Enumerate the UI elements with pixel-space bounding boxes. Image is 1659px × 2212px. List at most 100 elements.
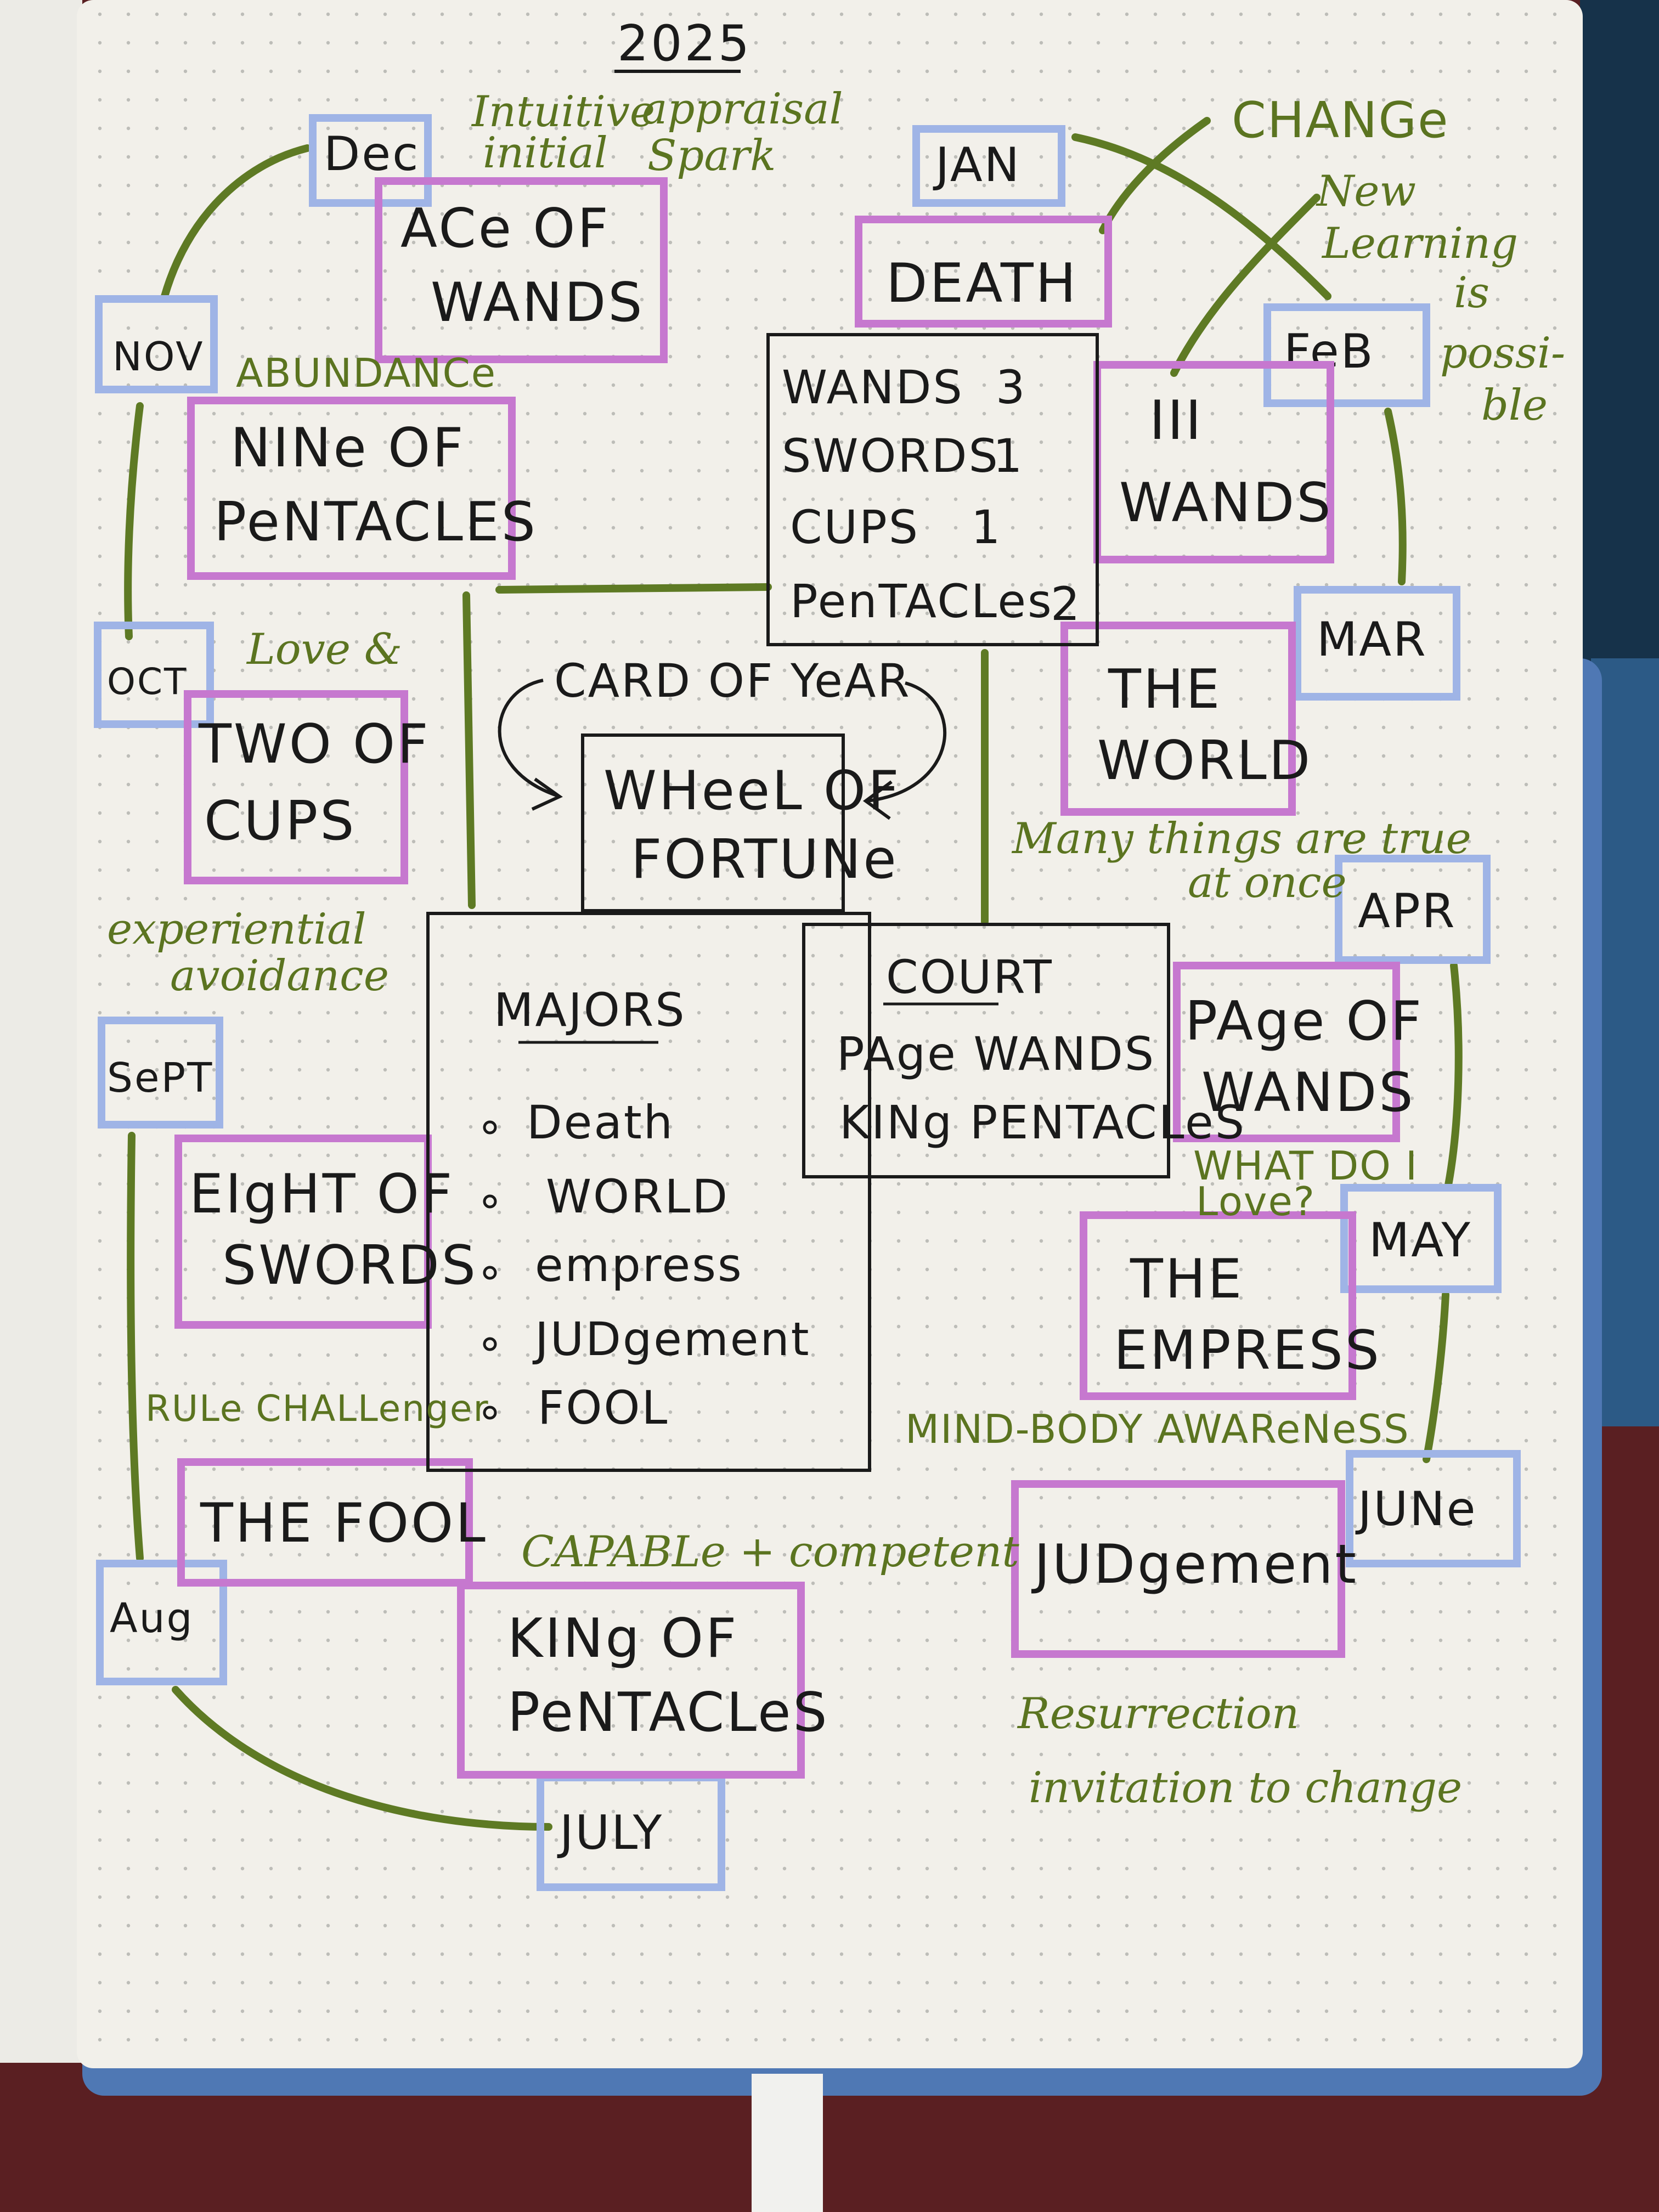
note-resurrection-line2: invitation to change [1029, 1763, 1462, 1813]
bullet-icon [483, 1337, 497, 1351]
majors-section: MAJORS Death WORLD empress JUDgement FOO… [426, 912, 871, 1472]
note-rule-challenger: RULe CHALLenger [145, 1387, 489, 1430]
month-box-aug [96, 1560, 227, 1685]
card-the-empress-line1: THE [1130, 1248, 1244, 1311]
majors-item-death: Death [527, 1096, 674, 1149]
vine-center-left [495, 583, 772, 594]
vine-center-v1 [462, 591, 476, 909]
note-intuitive-line2: initial [483, 128, 608, 178]
month-box-sept [98, 1017, 223, 1128]
court-item-page-wands: PAge WANDS [837, 1027, 1155, 1081]
card-death: DEATH [886, 252, 1078, 315]
month-june: JUNe [1355, 1482, 1477, 1537]
card-judgement: JUDgement [1031, 1533, 1358, 1596]
month-box-dec [309, 114, 432, 207]
vine-apr-may [1444, 962, 1463, 1189]
left-page [0, 0, 82, 2063]
vine-change-2 [1170, 194, 1321, 377]
month-may: MAY [1369, 1213, 1472, 1268]
card-page-of-wands-line1: PAge OF [1185, 990, 1424, 1053]
card-wheel-of-fortune-line2: FORTUNe [631, 828, 899, 891]
note-resurrection-line1: Resurrection [1017, 1689, 1299, 1739]
majors-item-judgement: JUDgement [532, 1312, 811, 1366]
card-box-death [855, 216, 1112, 328]
note-mind-body: MIND-BODY AWAReNeSS [905, 1406, 1410, 1452]
majors-item-world: WORLD [546, 1170, 729, 1223]
vine-nov-oct [124, 402, 144, 640]
card-wheel-of-fortune-line1: WHeeL OF [603, 760, 901, 822]
month-aug: Aug [110, 1595, 194, 1642]
month-box-oct [94, 622, 214, 728]
card-the-fool: THE FOOL [200, 1492, 488, 1555]
tally-wands-count: 3 [996, 360, 1026, 414]
note-new-learning-line2: Learning [1321, 219, 1518, 268]
majors-title: MAJORS [494, 983, 686, 1037]
card-box-two-of-cups [184, 690, 408, 884]
note-new-learning-line5: ble [1481, 381, 1548, 430]
card-of-year-section: CARD OF YeAR WHeeL OF FORTUNe [498, 654, 947, 912]
card-the-world-line1: THE [1108, 658, 1222, 721]
month-box-nov [95, 295, 218, 393]
month-oct: OCT [107, 661, 188, 703]
note-intuitive-line1: Intuitive [471, 87, 655, 137]
card-ace-of-wands-line1: ACe OF [400, 198, 611, 260]
tally-pentacles-suit: PenTACLes [790, 574, 1053, 628]
note-new-learning-line4: possi- [1440, 329, 1565, 378]
card-nine-of-pentacles-line1: NINe OF [230, 417, 465, 479]
majors-box [426, 912, 871, 1472]
court-title: COURT [886, 950, 1053, 1004]
wheel-of-fortune-box [581, 733, 845, 912]
vine-dec-nov [161, 144, 311, 300]
month-box-jan [912, 125, 1065, 207]
bullet-icon [483, 1194, 497, 1209]
card-box-judgement [1011, 1480, 1345, 1658]
note-experiential-line1: experiential [107, 905, 366, 954]
month-box-june [1346, 1450, 1521, 1567]
card-two-of-cups-line2: CUPS [204, 790, 356, 853]
vine-may-june [1423, 1291, 1449, 1463]
month-sept: SePT [107, 1054, 213, 1102]
card-ace-of-wands-line2: WANDS [431, 272, 645, 334]
month-apr: APR [1358, 884, 1456, 939]
card-eight-of-swords-line1: EIgHT OF [189, 1163, 454, 1226]
note-new-learning-line1: New [1316, 167, 1416, 216]
background-book-edge [1591, 658, 1659, 1426]
tally-cups-count: 1 [971, 500, 1002, 554]
month-box-mar [1294, 586, 1460, 701]
tally-pentacles-count: 2 [1051, 577, 1081, 631]
year-title: 2025 [617, 15, 752, 72]
month-jan: JAN [933, 138, 1021, 193]
dot-grid [93, 11, 1569, 2052]
note-appraisal-line1: appraisal [642, 84, 843, 134]
month-nov: NOV [112, 334, 205, 380]
note-what-do-i-love-line2: Love? [1196, 1178, 1316, 1224]
note-love: Love & [246, 625, 402, 674]
majors-item-empress: empress [535, 1238, 743, 1292]
tally-swords-suit: SWORDS [782, 429, 1000, 483]
vine-aug-july [172, 1686, 552, 1831]
court-item-king-pentacles: KINg PENTACLeS [839, 1096, 1246, 1149]
note-new-learning-line3: is [1454, 268, 1489, 318]
note-what-do-i-love-line1: WHAT DO I [1193, 1143, 1418, 1189]
card-eight-of-swords-line2: SWORDS [222, 1234, 478, 1297]
month-box-may [1340, 1184, 1502, 1293]
month-mar: MAR [1317, 612, 1427, 667]
card-two-of-cups-line1: TWO OF [198, 713, 431, 776]
bullet-icon [483, 1266, 497, 1280]
card-nine-of-pentacles-line2: PeNTACLES [214, 491, 538, 554]
card-king-of-pentacles-line1: KINg OF [507, 1607, 738, 1670]
tally-wands-suit: WANDS [782, 360, 964, 414]
card-box-the-fool [177, 1458, 473, 1587]
note-appraisal-line2: Spark [647, 131, 776, 180]
card-box-ace-of-wands [375, 177, 668, 363]
card-three-of-wands-line1: III [1149, 390, 1204, 452]
arrow-right-icon [862, 681, 947, 820]
month-july: JULY [557, 1805, 663, 1860]
month-dec: Dec [324, 127, 420, 182]
vine-lines [124, 117, 1463, 1831]
majors-item-fool: FOOL [538, 1381, 669, 1435]
card-box-the-empress [1080, 1211, 1356, 1400]
card-box-nine-of-pentacles [187, 397, 516, 580]
notes: Intuitive initial appraisal Spark CHANGe… [107, 84, 1565, 1813]
